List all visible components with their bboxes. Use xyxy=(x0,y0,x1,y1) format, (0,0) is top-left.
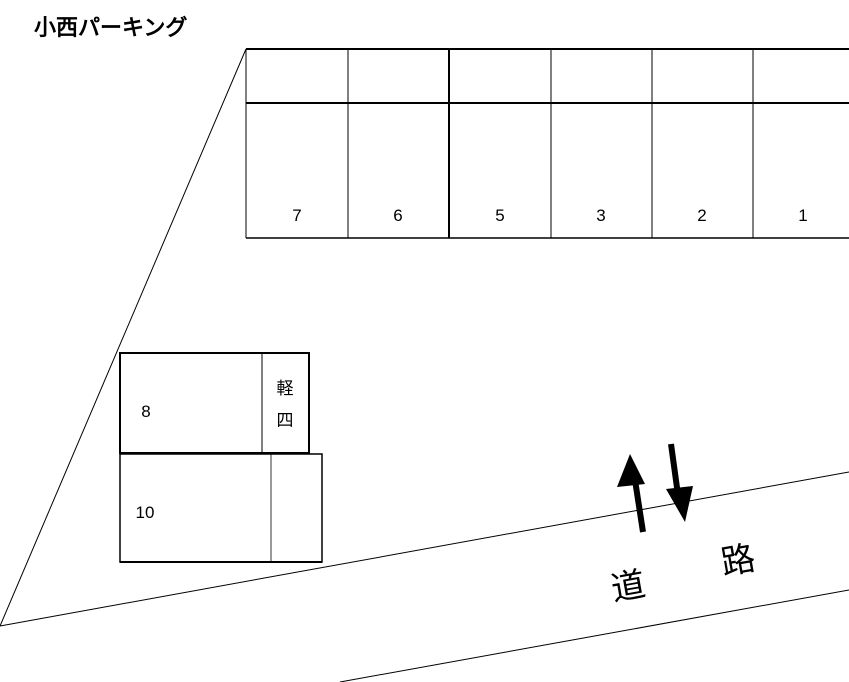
road-label-char-2: 路 xyxy=(718,538,758,583)
space-label-2: 2 xyxy=(697,206,706,225)
kei-label-1: 軽 xyxy=(277,379,294,398)
arrow-up-icon xyxy=(617,454,646,533)
space-label-1: 1 xyxy=(798,206,807,225)
lot-boundary-line xyxy=(0,48,247,627)
top-row-spaces xyxy=(245,48,849,239)
space-label-8: 8 xyxy=(141,402,150,421)
page-title: 小西パーキング xyxy=(34,16,188,41)
space-label-3: 3 xyxy=(596,206,605,225)
road-edge-upper xyxy=(0,471,849,627)
space-8 xyxy=(119,352,310,454)
road-edge-lower xyxy=(339,589,849,682)
space-label-10: 10 xyxy=(136,503,155,522)
space-label-5: 5 xyxy=(495,206,504,225)
space-10 xyxy=(119,453,323,563)
space-label-6: 6 xyxy=(393,206,402,225)
arrow-down-icon xyxy=(666,443,693,522)
space-label-7: 7 xyxy=(292,206,301,225)
road-label-char-1: 道 xyxy=(608,564,648,609)
kei-label-2: 四 xyxy=(277,411,294,430)
